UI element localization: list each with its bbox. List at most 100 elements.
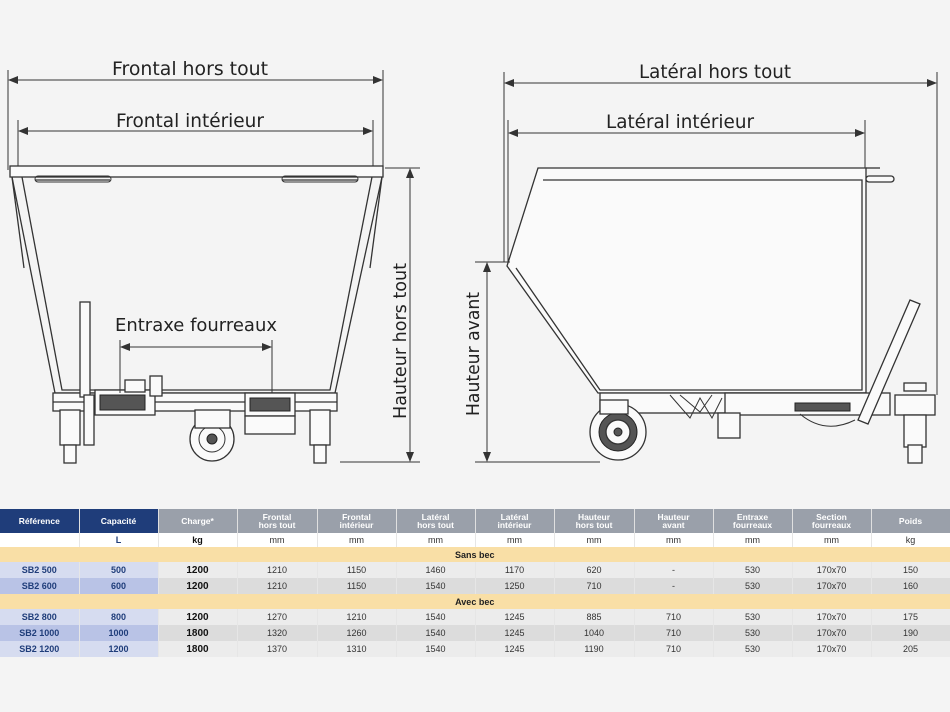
reference-cell: SB2 800 (0, 609, 80, 625)
table-cell: 170x70 (792, 562, 872, 578)
table-cell: 1190 (554, 641, 635, 657)
unit-cell: kg (871, 533, 950, 547)
side-view-drawing: Latéral hors tout Latéral intérieur (463, 61, 938, 464)
table-cell: 1040 (554, 625, 635, 641)
table-cell: 170x70 (792, 578, 872, 594)
unit-cell: mm (554, 533, 635, 547)
header-line: hors tout (575, 520, 613, 530)
table-cell: 1310 (317, 641, 397, 657)
table-cell: 190 (871, 625, 950, 641)
header-line: avant (662, 520, 685, 530)
unit-cell: kg (158, 533, 238, 547)
header-line: intérieur (339, 520, 374, 530)
units-row: L kg mm mm mm mm mm mm mm mm kg (0, 533, 950, 547)
section-title: Sans bec (0, 547, 950, 562)
table-cell: 170x70 (792, 609, 872, 625)
table-cell: 530 (713, 625, 793, 641)
technical-drawings: Frontal hors tout Frontal intérieur (7, 58, 938, 464)
table-cell: 1245 (475, 625, 555, 641)
header-line: Latéral (500, 512, 529, 522)
lateral-hors-tout-label: Latéral hors tout (639, 61, 791, 83)
table-cell: 710 (554, 578, 635, 594)
reference-cell: SB2 600 (0, 578, 80, 594)
header-line: Latéral (421, 512, 450, 522)
table-cell: 1200 (158, 578, 238, 594)
table-cell: 710 (634, 641, 714, 657)
table-cell: - (634, 578, 714, 594)
header-poids: Poids (871, 509, 950, 533)
table-cell: 1245 (475, 609, 555, 625)
table-cell: 530 (713, 641, 793, 657)
table-cell: 205 (871, 641, 950, 657)
table-cell: 1270 (237, 609, 318, 625)
section-row: Sans bec (0, 547, 950, 562)
header-line: fourreaux (811, 520, 852, 530)
reference-cell: SB2 1000 (0, 625, 80, 641)
table-cell: 1800 (158, 641, 238, 657)
header-line: Section (816, 512, 847, 522)
header-line: Frontal (342, 512, 371, 522)
table-cell: 1540 (396, 578, 476, 594)
table-cell: 1000 (79, 625, 159, 641)
unit-cell: mm (713, 533, 793, 547)
hauteur-avant-label: Hauteur avant (463, 292, 484, 416)
header-line: intérieur (497, 520, 532, 530)
table-cell: 150 (871, 562, 950, 578)
table-cell: 170x70 (792, 641, 872, 657)
header-line: Frontal (262, 512, 292, 522)
table-cell: 500 (79, 562, 159, 578)
header-capacite: Capacité (79, 509, 159, 533)
header-charge: Charge* (158, 509, 238, 533)
table-cell: 1210 (237, 562, 318, 578)
table-cell: 1200 (158, 609, 238, 625)
header-line: fourreaux (732, 520, 773, 530)
table-cell: 1245 (475, 641, 555, 657)
unit-cell (0, 533, 80, 547)
reference-cell: SB2 1200 (0, 641, 80, 657)
table-cell: 1200 (158, 562, 238, 578)
table-cell: 160 (871, 578, 950, 594)
table-cell: 1320 (237, 625, 318, 641)
table-cell: 710 (634, 625, 714, 641)
table-cell: 175 (871, 609, 950, 625)
spec-table-body: L kg mm mm mm mm mm mm mm mm kg Sans bec… (0, 533, 950, 657)
table-cell: 620 (554, 562, 635, 578)
table-cell: 1150 (317, 578, 397, 594)
table-cell: 1370 (237, 641, 318, 657)
table-cell: 1460 (396, 562, 476, 578)
table-cell: 1800 (158, 625, 238, 641)
unit-cell: L (79, 533, 159, 547)
table-cell: 1250 (475, 578, 555, 594)
hauteur-hors-tout-label: Hauteur hors tout (390, 263, 411, 419)
front-view-drawing: Frontal hors tout Frontal intérieur (7, 58, 420, 464)
table-cell: 1540 (396, 641, 476, 657)
entraxe-fourreaux-label: Entraxe fourreaux (115, 315, 277, 336)
lateral-interieur-label: Latéral intérieur (606, 111, 754, 133)
table-cell: 710 (634, 609, 714, 625)
table-cell: 530 (713, 609, 793, 625)
header-line: Hauteur (657, 512, 690, 522)
table-cell: 530 (713, 578, 793, 594)
header-line: Hauteur (577, 512, 611, 522)
table-cell: 600 (79, 578, 159, 594)
table-cell: - (634, 562, 714, 578)
table-cell: 530 (713, 562, 793, 578)
unit-cell: mm (792, 533, 872, 547)
header-line: hors tout (258, 520, 296, 530)
table-cell: 1150 (317, 562, 397, 578)
